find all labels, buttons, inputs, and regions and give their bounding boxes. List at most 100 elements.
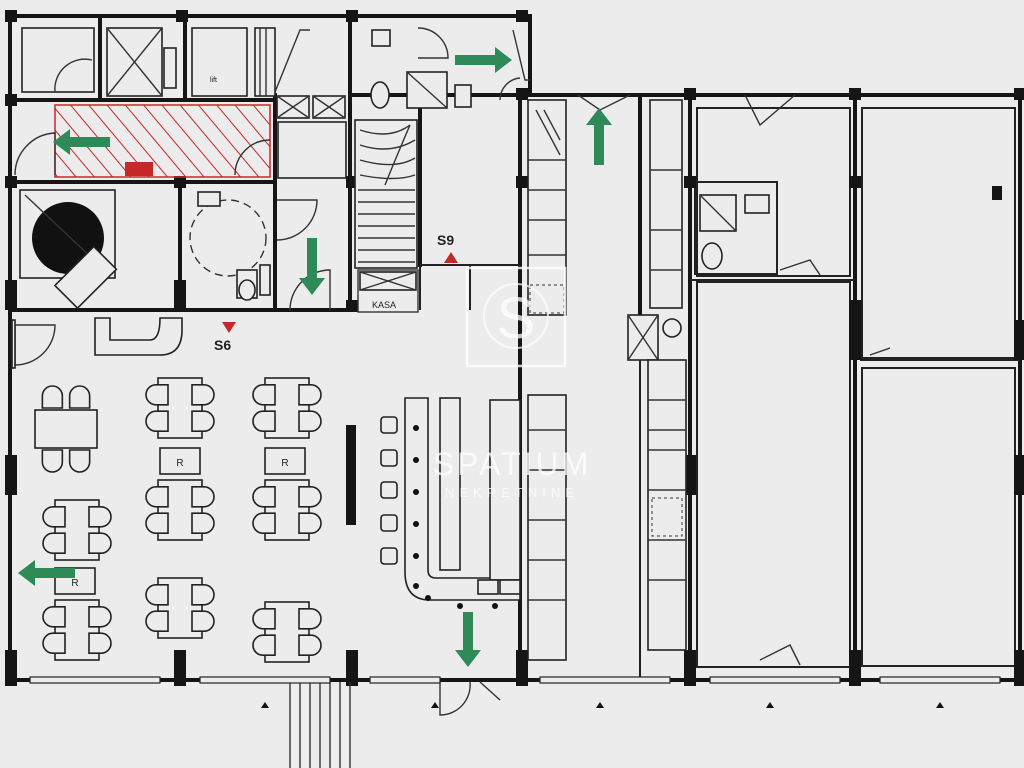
dining-table [145, 577, 215, 639]
dining-table [145, 479, 215, 541]
dining-table [252, 601, 322, 663]
chair [68, 385, 91, 409]
s9-label: S9 [437, 232, 454, 248]
chair [145, 410, 169, 432]
fire-equipment-marker [125, 162, 153, 176]
chair [145, 512, 169, 534]
kitchen-strip-2 [627, 99, 687, 651]
exit-arrow-left-dining [18, 560, 75, 586]
bar-dot [425, 595, 431, 601]
window [369, 676, 441, 684]
kasa-label: KASA [372, 300, 396, 310]
watermark-logo-frame [465, 266, 567, 368]
chair [145, 584, 169, 606]
bar-dot [413, 425, 419, 431]
dining-table [252, 377, 322, 439]
bar-stool [380, 416, 398, 434]
entrance-steps [289, 681, 501, 768]
exit-arrow-right [455, 47, 512, 73]
bar-dot [413, 457, 419, 463]
chair [252, 410, 276, 432]
window [709, 676, 841, 684]
chair [252, 608, 276, 630]
chair [191, 610, 215, 632]
s6-label: S6 [214, 337, 231, 353]
chair [191, 584, 215, 606]
reserved-label: R [281, 458, 288, 469]
chair [298, 634, 322, 656]
chair [191, 486, 215, 508]
window-marker [766, 702, 774, 708]
chair [41, 385, 64, 409]
reserved-label: R [176, 458, 183, 469]
dining-table [34, 385, 98, 473]
bar-dot [413, 583, 419, 589]
chair [298, 512, 322, 534]
exit-arrow-up [586, 108, 612, 165]
exit-arrow-left-corridor [53, 129, 110, 155]
dining-table [42, 499, 112, 561]
window [29, 676, 161, 684]
s9-marker [444, 252, 458, 263]
bar-dot [413, 489, 419, 495]
dining-table [145, 377, 215, 439]
reserved-box: R [159, 447, 201, 475]
storage-boxes [276, 95, 347, 179]
bar-stool [380, 449, 398, 467]
chair [191, 512, 215, 534]
chair [298, 384, 322, 406]
window-marker [431, 702, 439, 708]
bar-dot [413, 521, 419, 527]
window [199, 676, 331, 684]
bar-stool [380, 481, 398, 499]
chair [252, 512, 276, 534]
dining-table [42, 599, 112, 661]
chair [88, 506, 112, 528]
chair [298, 486, 322, 508]
chair [42, 606, 66, 628]
window-marker [261, 702, 269, 708]
chair [252, 384, 276, 406]
window-marker [596, 702, 604, 708]
bar-stool [380, 547, 398, 565]
window [539, 676, 671, 684]
lobby-door [14, 324, 56, 366]
chair [88, 606, 112, 628]
right-rooms [577, 93, 1020, 682]
exit-arrow-down [299, 238, 325, 295]
chair [42, 506, 66, 528]
window [879, 676, 1001, 684]
reception-counter [94, 317, 183, 356]
dining-area: R R R [34, 377, 322, 663]
s6-marker [222, 322, 236, 333]
exit-arrow-down-main [455, 612, 481, 667]
chair [298, 410, 322, 432]
watermark-subtitle: NEKRETNINE [445, 485, 579, 500]
chair [88, 632, 112, 654]
bar-dot [413, 553, 419, 559]
exit-arrows [18, 47, 612, 667]
bar-dot [457, 603, 463, 609]
chair [145, 486, 169, 508]
kitchen-strip-1 [527, 99, 567, 661]
window-markers [29, 676, 1001, 708]
svg-text:lift: lift [210, 77, 217, 84]
bar-dot [492, 603, 498, 609]
watermark-logo-letter: S [497, 286, 536, 351]
chair [41, 449, 64, 473]
chair [42, 632, 66, 654]
watermark-brand: SPATIUM [433, 446, 591, 482]
watermark: S SPATIUM NEKRETNINE [433, 266, 591, 500]
service-rooms: lift [21, 27, 310, 97]
reserved-label: R [71, 578, 78, 589]
chair [252, 634, 276, 656]
bar-counter [380, 397, 521, 609]
chair [88, 532, 112, 554]
pillars [5, 10, 1024, 686]
window-marker [936, 702, 944, 708]
reserved-box: R [264, 447, 306, 475]
staircase: KASA [354, 119, 419, 313]
bar-stool [380, 514, 398, 532]
oven-room [19, 189, 118, 310]
